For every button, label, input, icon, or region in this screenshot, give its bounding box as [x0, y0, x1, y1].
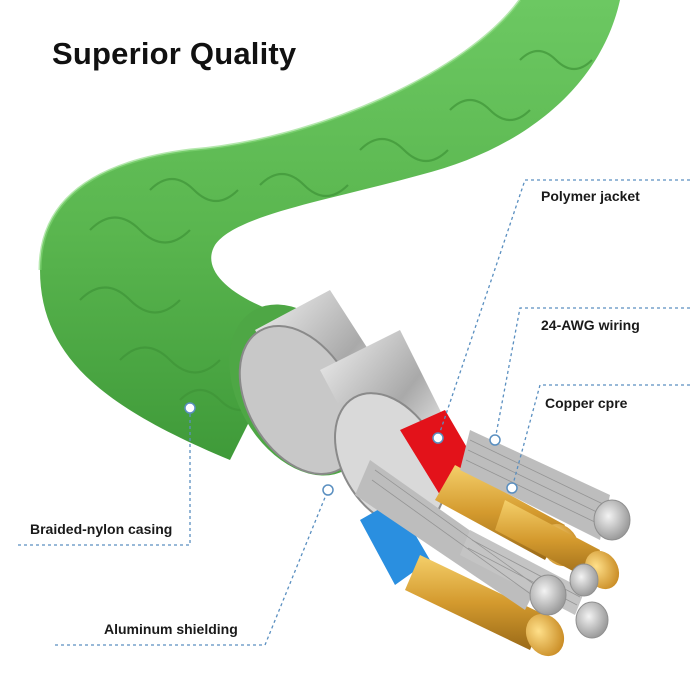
leader-polymer-jacket	[437, 179, 690, 439]
leader-dots	[184, 402, 518, 496]
leader-copper-core	[511, 384, 690, 489]
leader-aluminum-shielding	[55, 489, 329, 646]
leader-24awg-wiring	[494, 307, 690, 441]
label-copper-core: Copper cpre	[545, 395, 628, 411]
label-braided-nylon-casing: Braided-nylon casing	[30, 521, 173, 537]
blue-conductor	[360, 500, 565, 657]
label-polymer-jacket: Polymer jacket	[541, 188, 640, 204]
label-24awg-wiring: 24-AWG wiring	[541, 317, 640, 333]
stranded-wire-bundle	[355, 430, 631, 639]
label-aluminum-shielding: Aluminum shielding	[104, 621, 238, 637]
headline-title: Superior Quality	[52, 36, 297, 71]
leader-lines	[18, 179, 690, 646]
